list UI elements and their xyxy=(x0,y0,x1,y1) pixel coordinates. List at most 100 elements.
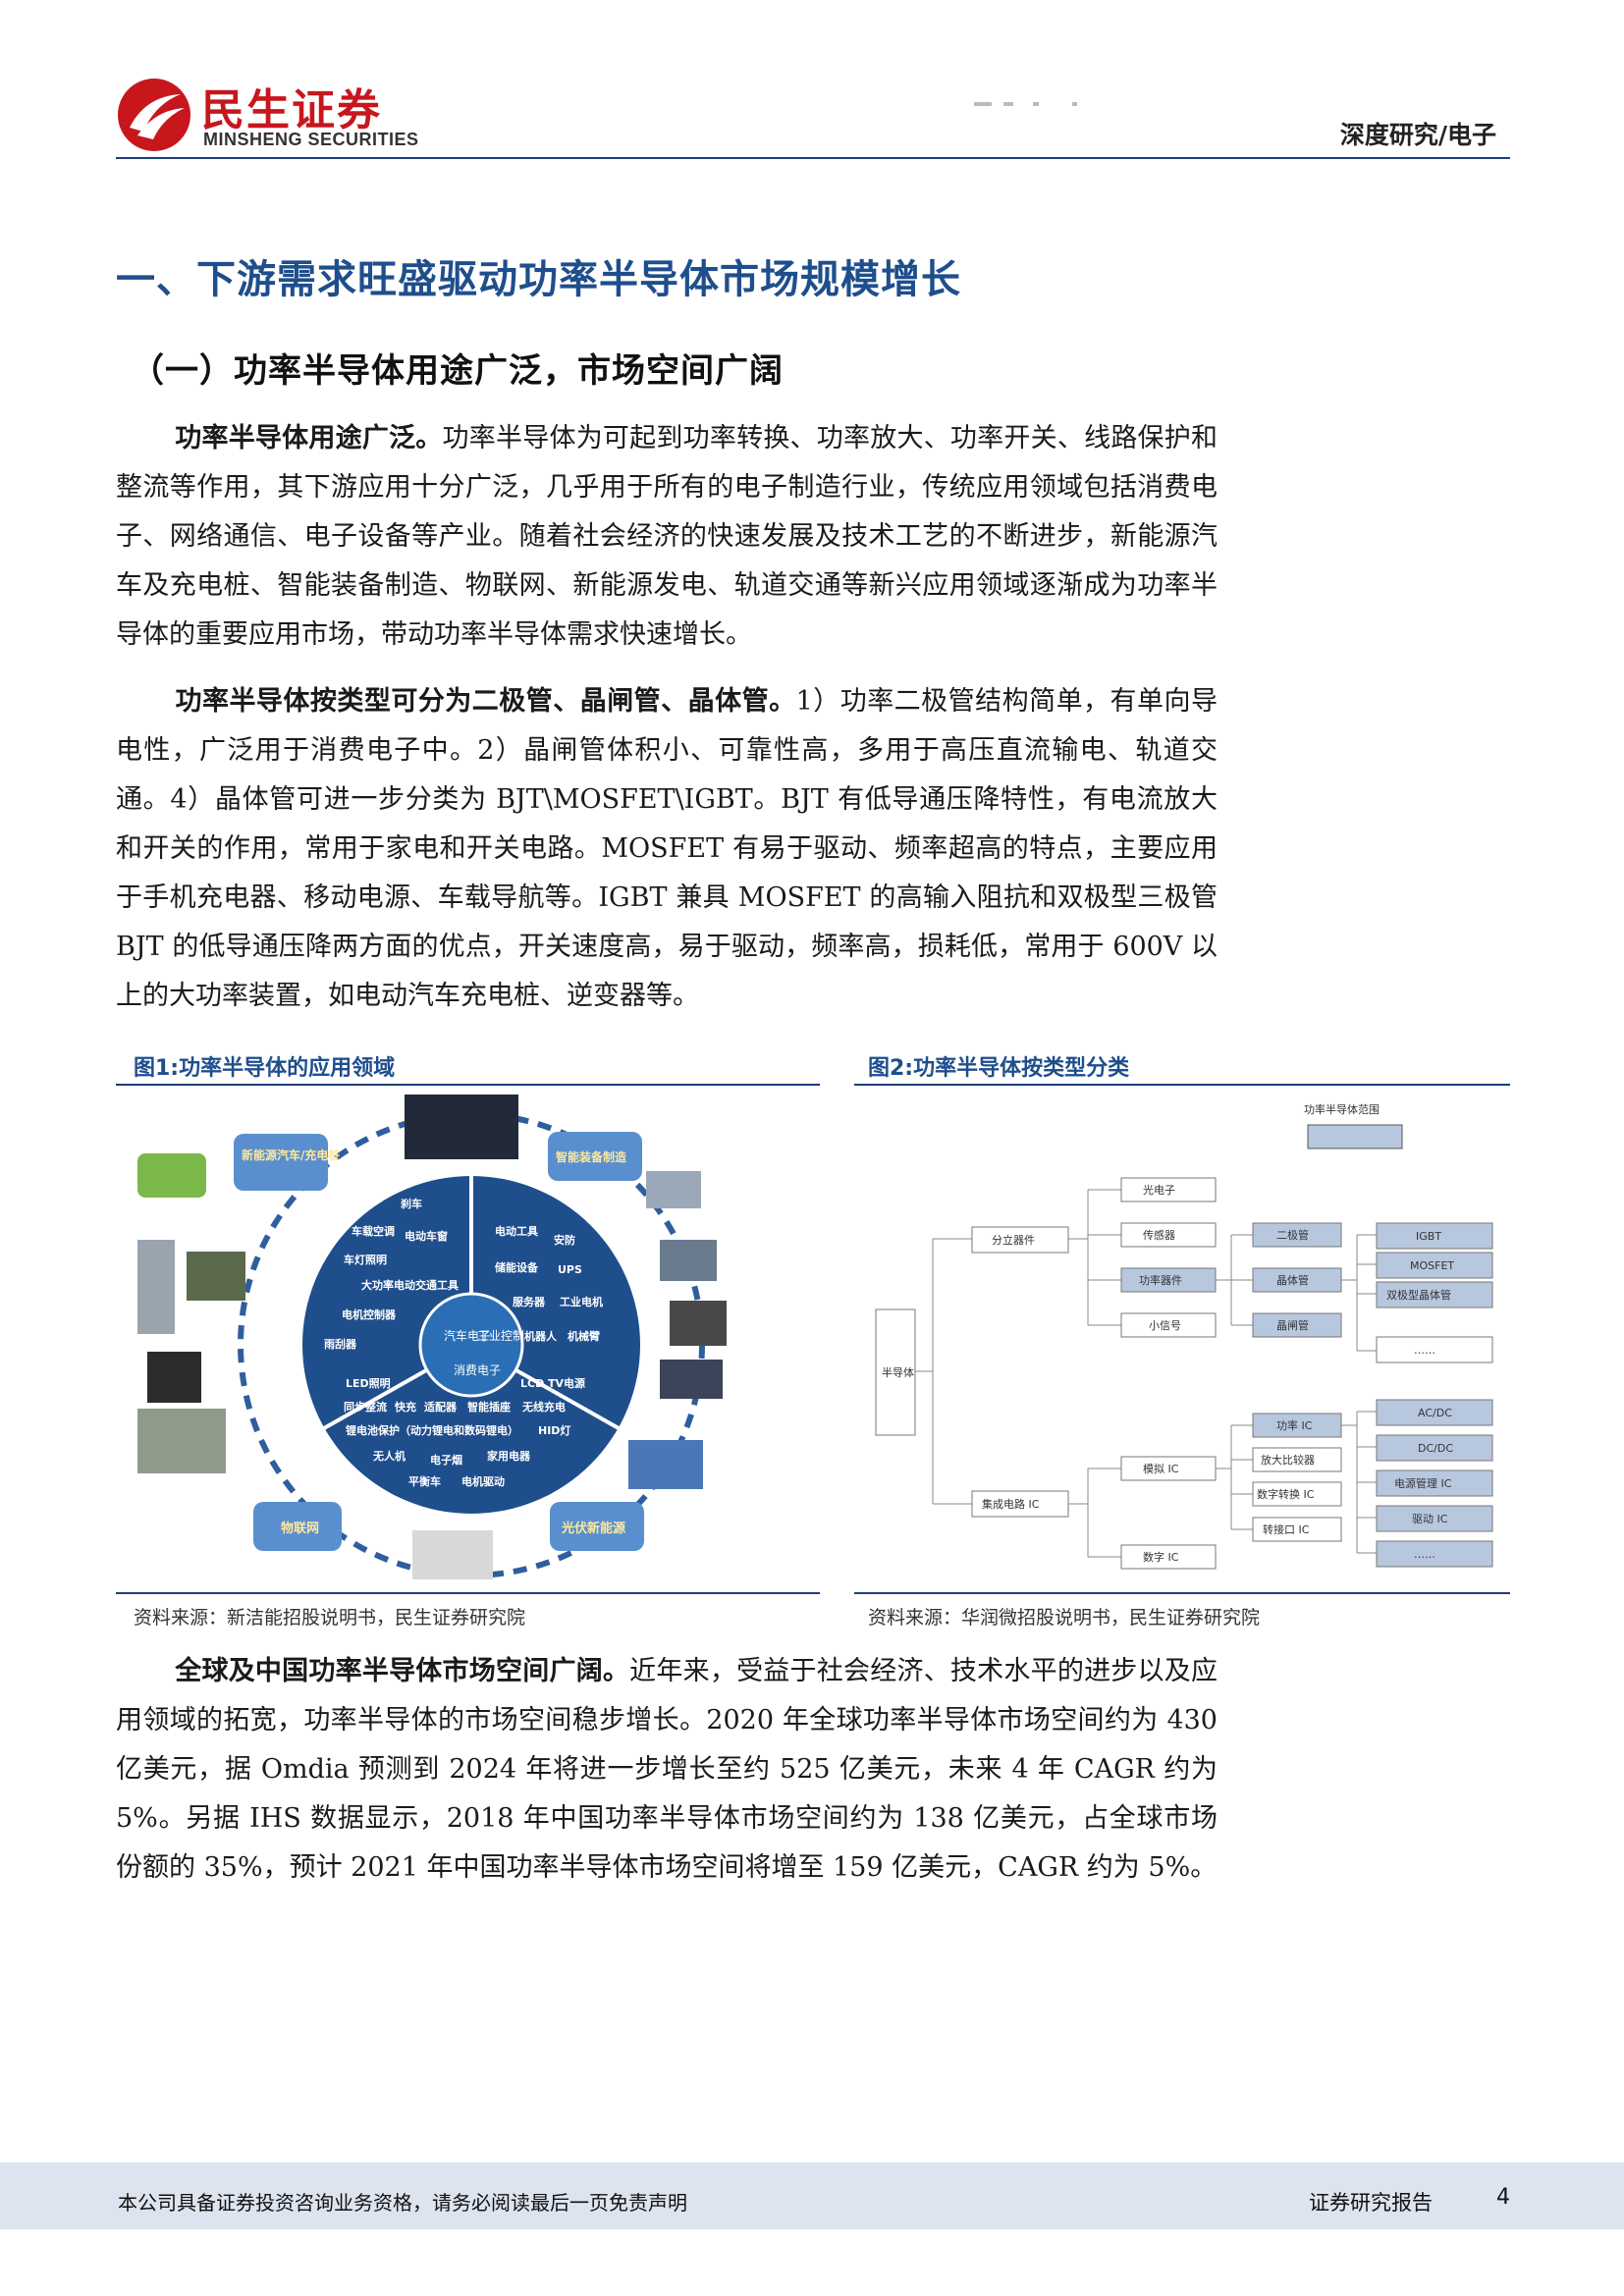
label-sync-rect: 同步整流 xyxy=(344,1400,387,1414)
node-interface-ic-label: 转接口 IC xyxy=(1263,1522,1310,1536)
node-sensor xyxy=(1120,1222,1217,1248)
car-photo xyxy=(137,1153,206,1198)
node-ic-label: 集成电路 IC xyxy=(982,1497,1040,1511)
node-transistor-label: 晶体管 xyxy=(1276,1273,1309,1287)
figure2-source: 资料来源：华润微招股说明书，民生证券研究院 xyxy=(868,1607,1261,1629)
header-divider xyxy=(116,157,1510,159)
label-hid: HID灯 xyxy=(538,1423,570,1437)
figure2-title: 图2:功率半导体按类型分类 xyxy=(868,1056,1130,1081)
node-mosfet-label: MOSFET xyxy=(1410,1259,1454,1272)
label-storage: 储能设备 xyxy=(495,1260,539,1274)
solar-panel-photo xyxy=(660,1360,723,1399)
label-smart-socket: 智能插座 xyxy=(467,1400,511,1414)
paragraph-body: 功率半导体为可起到功率转换、功率放大、功率开关、线路保护和整流等作用，其下游应用… xyxy=(116,423,1218,650)
node-pmic xyxy=(1376,1469,1493,1497)
label-motor-drive: 电机驱动 xyxy=(461,1474,505,1488)
city-photo xyxy=(137,1409,226,1473)
node-acdc xyxy=(1376,1399,1493,1426)
figure1-title: 图1:功率半导体的应用领域 xyxy=(134,1056,396,1081)
node-converter xyxy=(1252,1481,1342,1507)
label-brake: 刹车 xyxy=(401,1197,422,1210)
label-power-window: 电动车窗 xyxy=(405,1229,448,1243)
label-wiper: 雨刮器 xyxy=(324,1337,357,1351)
badge-iot: 物联网 xyxy=(253,1502,342,1551)
node-discrete xyxy=(971,1226,1069,1254)
node-driver-ic xyxy=(1376,1505,1493,1532)
node-converter-label: 数字转换 IC xyxy=(1257,1487,1315,1501)
node-mosfet xyxy=(1376,1252,1493,1279)
label-car-light: 车灯照明 xyxy=(344,1253,387,1266)
legend-swatch xyxy=(1307,1124,1403,1149)
label-motor-ctrl: 电机控制器 xyxy=(342,1308,397,1321)
label-led: LED照明 xyxy=(346,1377,391,1390)
label-appliance: 家用电器 xyxy=(487,1449,531,1463)
node-amplifier-label: 放大比较器 xyxy=(1261,1453,1315,1467)
figure2-top-rule xyxy=(854,1084,1510,1086)
solar-field-photo xyxy=(628,1440,703,1489)
node-thyristor-label: 晶闸管 xyxy=(1276,1318,1309,1332)
label-balance-car: 平衡车 xyxy=(408,1474,441,1488)
paragraph-body: 1）功率二极管结构简单，有单向导电性，广泛用于消费电子中。2）晶闸管体积小、可靠… xyxy=(116,686,1218,1011)
badge-smart-label: 智能装备制造 xyxy=(555,1149,627,1164)
node-thyristor xyxy=(1252,1312,1342,1338)
paragraph-body: 近年来，受益于社会经济、技术水平的进步以及应用领域的拓宽，功率半导体的市场空间稳… xyxy=(116,1656,1218,1883)
node-amplifier xyxy=(1252,1447,1342,1472)
badge-ev-label: 新能源汽车/充电桩 xyxy=(242,1148,340,1162)
footer-disclaimer: 本公司具备证券投资咨询业务资格，请务必阅读最后一页免责声明 xyxy=(118,2191,687,2215)
node-analog-ic xyxy=(1120,1456,1217,1481)
node-power-ic-more xyxy=(1376,1540,1493,1568)
label-battery-protect: 锂电池保护（动力锂电和数码锂电） xyxy=(346,1423,518,1437)
badge-iot-label: 物联网 xyxy=(281,1521,319,1536)
node-diode xyxy=(1252,1222,1342,1248)
paragraph-lead: 全球及中国功率半导体市场空间广阔。 xyxy=(175,1656,630,1686)
node-sensor-label: 传感器 xyxy=(1143,1229,1175,1242)
node-discrete-label: 分立器件 xyxy=(992,1233,1035,1247)
label-robot-arm: 机械臂 xyxy=(568,1329,600,1343)
node-bjt-label: 双极型晶体管 xyxy=(1386,1288,1451,1302)
scooter-photo xyxy=(412,1530,493,1579)
node-power-ic-more-label: …… xyxy=(1414,1548,1435,1561)
label-fast-charge: 快充 xyxy=(394,1400,416,1414)
logo-en-text: MINSHENG SECURITIES xyxy=(203,130,419,149)
node-optoelectronic xyxy=(1120,1177,1217,1202)
center-label-industrial: 工业控制 xyxy=(477,1329,524,1343)
node-igbt-label: IGBT xyxy=(1416,1230,1441,1243)
paragraph-lead: 功率半导体按类型可分为二极管、晶闸管、晶体管。 xyxy=(175,686,796,717)
label-power-tool: 电动工具 xyxy=(495,1224,538,1238)
report-category: 深度研究/电子 xyxy=(1339,121,1496,149)
figure1-source: 资料来源：新洁能招股说明书，民生证券研究院 xyxy=(134,1607,526,1629)
node-optoelectronic-label: 光电子 xyxy=(1143,1183,1175,1197)
label-drone: 无人机 xyxy=(372,1449,406,1463)
badge-ev: 新能源汽车/充电桩 xyxy=(234,1134,340,1191)
node-power-device-label: 功率器件 xyxy=(1139,1273,1182,1287)
node-acdc-label: AC/DC xyxy=(1418,1407,1452,1419)
charger-photo xyxy=(137,1240,175,1334)
section-title: 一、下游需求旺盛驱动功率半导体市场规模增长 xyxy=(116,257,961,302)
label-wireless: 无线充电 xyxy=(521,1400,566,1414)
node-diode-label: 二极管 xyxy=(1276,1228,1309,1242)
robot-arm-photo xyxy=(670,1301,727,1346)
node-root-label: 半导体 xyxy=(882,1365,914,1379)
node-power-ic-label: 功率 IC xyxy=(1276,1418,1313,1432)
center-label-auto: 汽车电子 xyxy=(444,1328,491,1343)
node-interface-ic xyxy=(1252,1517,1342,1542)
node-power-ic xyxy=(1252,1413,1342,1438)
node-driver-ic-label: 驱动 IC xyxy=(1412,1513,1448,1525)
node-small-signal xyxy=(1120,1312,1217,1338)
label-security: 安防 xyxy=(554,1233,575,1247)
tool-photo xyxy=(646,1171,701,1208)
paragraph-types: 功率半导体按类型可分为二极管、晶闸管、晶体管。1）功率二极管结构简单，有单向导电… xyxy=(116,677,1218,1021)
label-car-ac: 车载空调 xyxy=(352,1224,395,1238)
badge-smart-manufacturing: 智能装备制造 xyxy=(548,1132,642,1181)
node-ic xyxy=(971,1490,1069,1518)
node-transistor xyxy=(1252,1267,1342,1293)
node-transistor-more-label: …… xyxy=(1414,1344,1435,1357)
node-digital-ic-label: 数字 IC xyxy=(1143,1550,1179,1564)
paragraph-usage: 功率半导体用途广泛。功率半导体为可起到功率转换、功率放大、功率开关、线路保护和整… xyxy=(116,414,1218,660)
label-lcd-power: LCD TV电源 xyxy=(520,1376,585,1390)
label-e-cig: 电子烟 xyxy=(430,1453,462,1467)
application-fields-diagram: 汽车电子 工业控制 消费电子 刹车 车载空调 电动车窗 车灯照明 大功率电动交通… xyxy=(137,1095,727,1579)
logo-cn-text: 民生证券 xyxy=(201,85,382,135)
figure1-top-rule xyxy=(116,1084,820,1086)
badge-pv-label: 光伏新能源 xyxy=(561,1521,625,1536)
